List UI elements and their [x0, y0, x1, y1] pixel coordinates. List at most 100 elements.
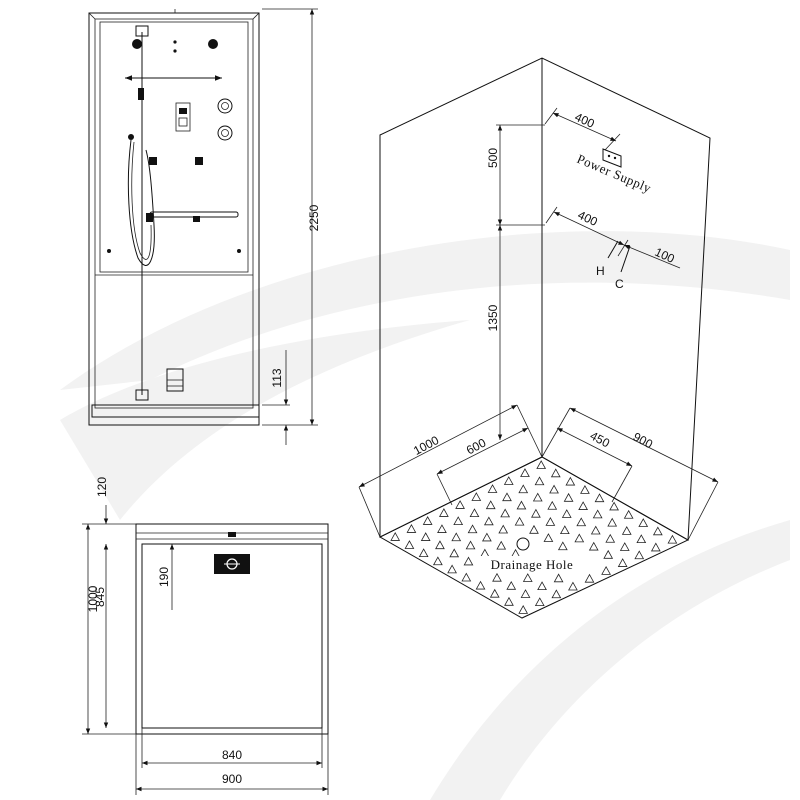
valve-offset-ext — [545, 206, 558, 224]
floor-triangle — [479, 548, 490, 558]
floor-triangle — [461, 572, 472, 582]
socket-pin — [613, 156, 617, 160]
floor-triangle — [607, 517, 618, 527]
floor-triangle — [504, 596, 514, 606]
hot-label: H — [596, 264, 605, 278]
dim-extension-line — [358, 486, 381, 538]
floor-triangle — [534, 597, 545, 606]
top-bevel-line — [252, 12, 260, 20]
floor-triangle — [537, 581, 547, 591]
floor-triangle — [503, 476, 514, 485]
floor-triangle — [406, 524, 417, 533]
power-offset-ext — [544, 107, 558, 125]
jet-block — [149, 157, 157, 165]
floor-triangle — [588, 541, 599, 551]
floor-triangle — [549, 484, 559, 494]
plan-top-fitting — [228, 532, 236, 537]
plan-inner — [141, 543, 323, 729]
floor-triangle — [534, 476, 545, 486]
floor-triangle — [447, 564, 457, 574]
base-tray — [91, 404, 260, 418]
panel-screw — [107, 249, 111, 253]
dim-plan-inner-depth: 845 — [93, 587, 107, 607]
floor-triangle — [437, 524, 447, 533]
floor-triangle — [531, 508, 541, 518]
hot-valve-line — [607, 240, 619, 259]
power-supply-socket — [602, 148, 622, 168]
floor-triangle — [516, 500, 527, 510]
floor-triangle — [621, 526, 632, 535]
jet-block — [146, 213, 153, 222]
floor-triangle — [418, 548, 429, 558]
floor-triangle — [638, 518, 649, 527]
floor-triangle — [485, 500, 496, 510]
floor-triangle — [576, 517, 587, 527]
floor-triangle — [390, 532, 401, 541]
floor-triangle — [623, 509, 634, 519]
dim-extension-line — [436, 473, 453, 506]
dim-valve-height: 1350 — [486, 304, 500, 331]
floor-triangle — [469, 508, 480, 518]
floor-triangle — [471, 492, 482, 501]
iso-drain-hole — [516, 537, 530, 551]
shower-hose — [127, 139, 155, 266]
floor-triangle — [559, 525, 570, 535]
valve-offset-ext — [617, 239, 629, 257]
floor-triangle — [487, 484, 498, 493]
dim-valve-offset: 400 — [576, 208, 600, 229]
plan-outer — [135, 523, 329, 735]
dim-inner-width: 840 — [222, 748, 242, 762]
dim-extension-line — [516, 404, 543, 458]
drain-label-bg — [479, 556, 586, 573]
floor-triangle — [475, 580, 486, 590]
dim-line-valve-offset — [553, 211, 625, 246]
dim-line-power-offset — [552, 112, 617, 142]
dim-base-height: 113 — [270, 368, 284, 387]
cold-valve-line — [620, 245, 631, 273]
floor-triangle — [532, 492, 543, 502]
dim-line-right-wall — [569, 407, 719, 483]
dim-total-height: 2250 — [307, 204, 321, 231]
floor-triangle — [545, 517, 556, 526]
dim-plan-depth: 1000 — [86, 585, 100, 612]
rail-mount — [193, 216, 200, 222]
floor-triangle — [483, 516, 494, 526]
floor-triangle — [565, 476, 576, 486]
floor-triangle — [619, 542, 630, 551]
floor-triangle — [652, 526, 663, 536]
floor-triangle — [667, 534, 678, 544]
massage-jet-inner — [221, 129, 229, 137]
floor-triangle — [547, 500, 558, 510]
floor-triangle — [432, 556, 443, 566]
floor-triangle — [650, 542, 661, 552]
floor-triangle — [561, 509, 572, 518]
floor-triangle — [634, 550, 645, 560]
dim-extension-line — [687, 481, 719, 541]
dim-extension-line — [541, 407, 571, 458]
small-indicator — [173, 40, 177, 44]
floor-triangle — [580, 484, 590, 494]
socket-pin — [607, 154, 611, 158]
dim-outer-width: 900 — [222, 772, 242, 786]
floor-triangle — [438, 508, 449, 517]
dim-power-height: 500 — [486, 148, 500, 168]
floor-pattern — [390, 460, 678, 614]
dim-left-wall: 1000 — [411, 433, 441, 458]
dim-drain-offset: 190 — [157, 567, 171, 587]
slide-bar-top-bracket — [135, 25, 149, 37]
floor-triangle — [449, 548, 460, 558]
floor-triangle — [453, 516, 464, 526]
floor-triangle — [482, 532, 492, 542]
back-panel — [99, 21, 249, 273]
floor-triangle — [455, 500, 465, 509]
top-bevel-line — [88, 12, 96, 20]
floor-triangle — [489, 588, 500, 598]
dim-right-inner: 450 — [588, 429, 613, 451]
floor-triangle — [463, 556, 474, 566]
top-fixture — [208, 39, 218, 49]
floor-triangle — [543, 533, 554, 542]
watermark-swoosh — [60, 231, 790, 800]
floor-triangle — [496, 540, 507, 550]
control-buttons — [178, 117, 188, 127]
